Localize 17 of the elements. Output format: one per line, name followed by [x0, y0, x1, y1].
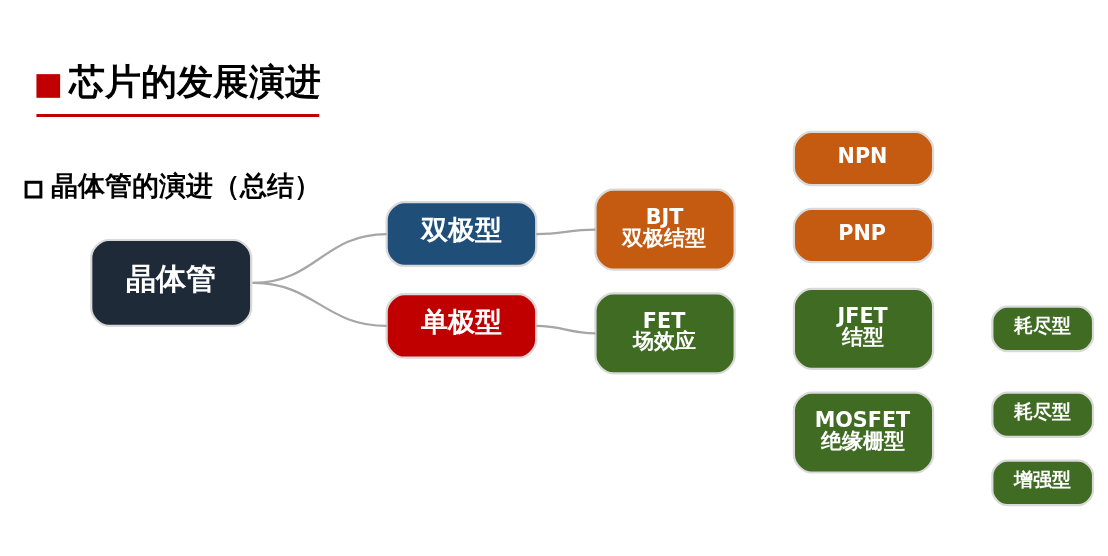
node-box: JFET 结型 — [792, 287, 935, 370]
node-box: 耗尽型 — [991, 390, 1095, 438]
node-box: FET 场效应 — [594, 291, 736, 374]
connector — [536, 228, 596, 235]
connector — [536, 324, 596, 334]
diagram-title: 芯片的发展演进 — [69, 60, 322, 102]
node-box: MOSFET 绝缘栅型 — [792, 390, 935, 474]
connector — [252, 281, 387, 327]
node-box: BJT 双极结型 — [594, 188, 736, 271]
node-box: 双极型 — [385, 200, 538, 267]
node-box: 晶体管 — [90, 238, 253, 327]
node-box: 单极型 — [385, 292, 538, 359]
node-box: PNP — [792, 207, 935, 263]
node-box: 耗尽型 — [991, 305, 1095, 352]
node-box: NPN — [792, 130, 935, 186]
label: 晶体管的演进（总结） — [51, 169, 322, 201]
node-box: 增强型 — [991, 459, 1095, 506]
